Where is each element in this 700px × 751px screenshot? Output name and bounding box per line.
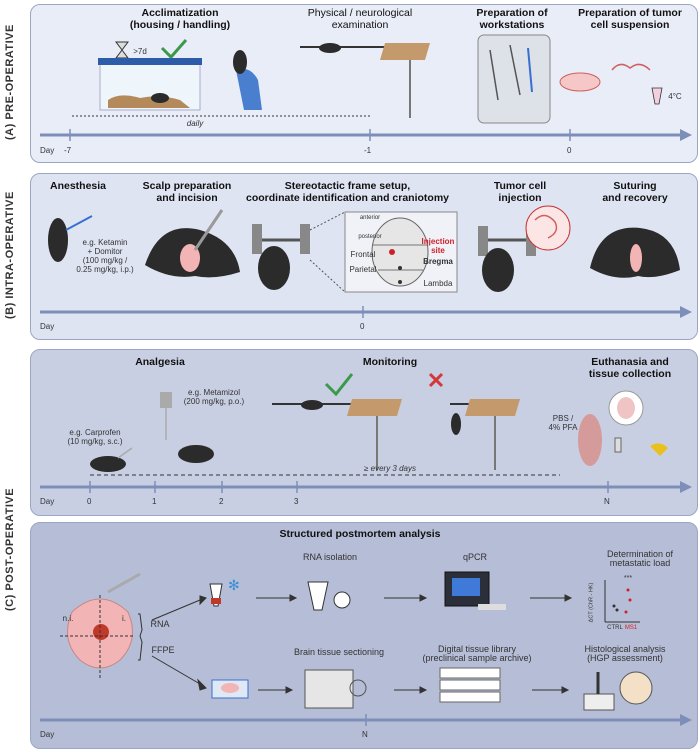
pre-tick-m7: -7	[64, 146, 72, 155]
every-3-days-label: ≥ every 3 days	[364, 464, 416, 473]
instrument-tray-icon	[477, 34, 551, 124]
pre-tick-m1: -1	[364, 146, 372, 155]
post-tick-0: 0	[87, 497, 92, 506]
metamizol-mouse-icon	[160, 392, 214, 463]
workflow-arrows	[151, 594, 573, 694]
postmortem-axis-arrow	[680, 714, 692, 726]
carprofen-mouse-icon	[90, 447, 133, 472]
post-tick-1: 1	[152, 497, 157, 506]
postmortem-title: Structured postmortem analysis	[279, 528, 441, 540]
brain-i-label: i.	[122, 614, 126, 623]
intra-tick-0: 0	[360, 322, 365, 331]
skull-anterior: anterior	[359, 215, 381, 221]
post-tick-2: 2	[219, 497, 224, 506]
pbs-note: PBS /4% PFA	[548, 414, 578, 432]
step-stereotactic: Stereotactic frame setup,coordinate iden…	[245, 180, 450, 204]
sectioning-label: Brain tissue sectioning	[293, 647, 385, 657]
hourglass-note: >7d	[133, 47, 147, 56]
injection-frame-icon	[478, 205, 571, 292]
pre-operative-illustrations	[40, 34, 692, 141]
daily-label: daily	[186, 119, 204, 128]
hand-with-mouse-icon	[233, 50, 262, 110]
post-operative-illustrations	[40, 372, 692, 493]
postmortem-axis-day: Day	[40, 730, 55, 739]
step-acclimatization: Acclimatization(housing / handling)	[129, 7, 231, 31]
pre-axis-day: Day	[40, 146, 55, 155]
skull-parietal: Parietal	[349, 265, 377, 274]
brain-ffpe-label: FFPE	[151, 645, 175, 655]
rna-isolation-label: RNA isolation	[302, 552, 358, 562]
microtome-icon	[304, 669, 367, 709]
beam-pass-icon	[272, 399, 402, 470]
postmortem-panel	[30, 522, 698, 749]
skull-inset	[344, 211, 458, 293]
post-axis-arrow	[680, 481, 692, 493]
step-analgesia: Analgesia	[135, 356, 185, 368]
mouse-cage-icon	[98, 58, 202, 111]
post-tick-n: N	[604, 497, 610, 506]
brain-ni-label: n.i.	[62, 614, 74, 623]
carprofen-note: e.g. Carprofen(10 mg/kg, s.c.)	[67, 428, 123, 446]
snap-freeze-icon: ✻	[209, 577, 240, 607]
skull-lambda: Lambda	[423, 279, 453, 288]
skull-bregma: Bregma	[423, 257, 453, 266]
chart-ylabel: ΔCT (ChR - HK)	[588, 582, 595, 623]
cross-icon	[428, 372, 444, 388]
step-monitoring: Monitoring	[362, 356, 418, 368]
anesthetized-mouse-icon	[48, 215, 93, 262]
brain-icon	[60, 572, 141, 680]
check-icon	[160, 39, 188, 60]
pre-axis-arrow	[680, 129, 692, 141]
sutured-mouse-icon	[590, 227, 680, 278]
scalp-mouse-icon	[145, 209, 240, 278]
anesthesia-note: e.g. Ketamin+ Domitor(100 mg/kg /0.25 mg…	[76, 238, 134, 274]
stereotactic-frame-icon	[252, 224, 310, 290]
intra-axis-arrow	[680, 306, 692, 318]
chart-x-ctrl: CTRL	[607, 625, 623, 631]
intra-operative-illustrations	[40, 205, 692, 318]
post-tick-3: 3	[294, 497, 299, 506]
pre-tick-0: 0	[567, 146, 572, 155]
brain-rna-label: RNA	[150, 619, 170, 629]
rna-tube-icon	[307, 581, 351, 611]
slide-library-icon	[439, 667, 501, 703]
step-anesthesia: Anesthesia	[49, 180, 107, 192]
chart-significance: ***	[623, 575, 633, 582]
euthanasia-icon	[578, 390, 668, 466]
qpcr-machine-icon	[444, 571, 506, 610]
histology-label: Histological analysis(HGP assessment)	[584, 644, 666, 663]
cell-suspension-icon	[559, 63, 663, 105]
chart-x-ms1: MS1	[624, 625, 638, 631]
metastatic-chart	[604, 580, 640, 623]
postmortem-tick-n: N	[362, 730, 368, 739]
check-icon-monitoring	[324, 373, 354, 397]
library-label: Digital tissue library(preclinical sampl…	[422, 644, 532, 663]
microscope-icon	[583, 671, 653, 711]
skull-frontal: Frontal	[350, 250, 376, 259]
svg-text:✻: ✻	[228, 577, 240, 593]
beam-fail-icon	[450, 399, 520, 470]
ffpe-block-icon	[211, 679, 249, 699]
skull-posterior: posterior	[358, 234, 382, 240]
metamizol-note: e.g. Metamizol(200 mg/kg, p.o.)	[183, 388, 245, 406]
post-axis-day: Day	[40, 497, 55, 506]
beam-test-icon	[300, 43, 430, 118]
qpcr-label: qPCR	[462, 552, 487, 562]
intra-axis-day: Day	[40, 322, 55, 331]
temp-label: 4°C	[668, 92, 682, 101]
